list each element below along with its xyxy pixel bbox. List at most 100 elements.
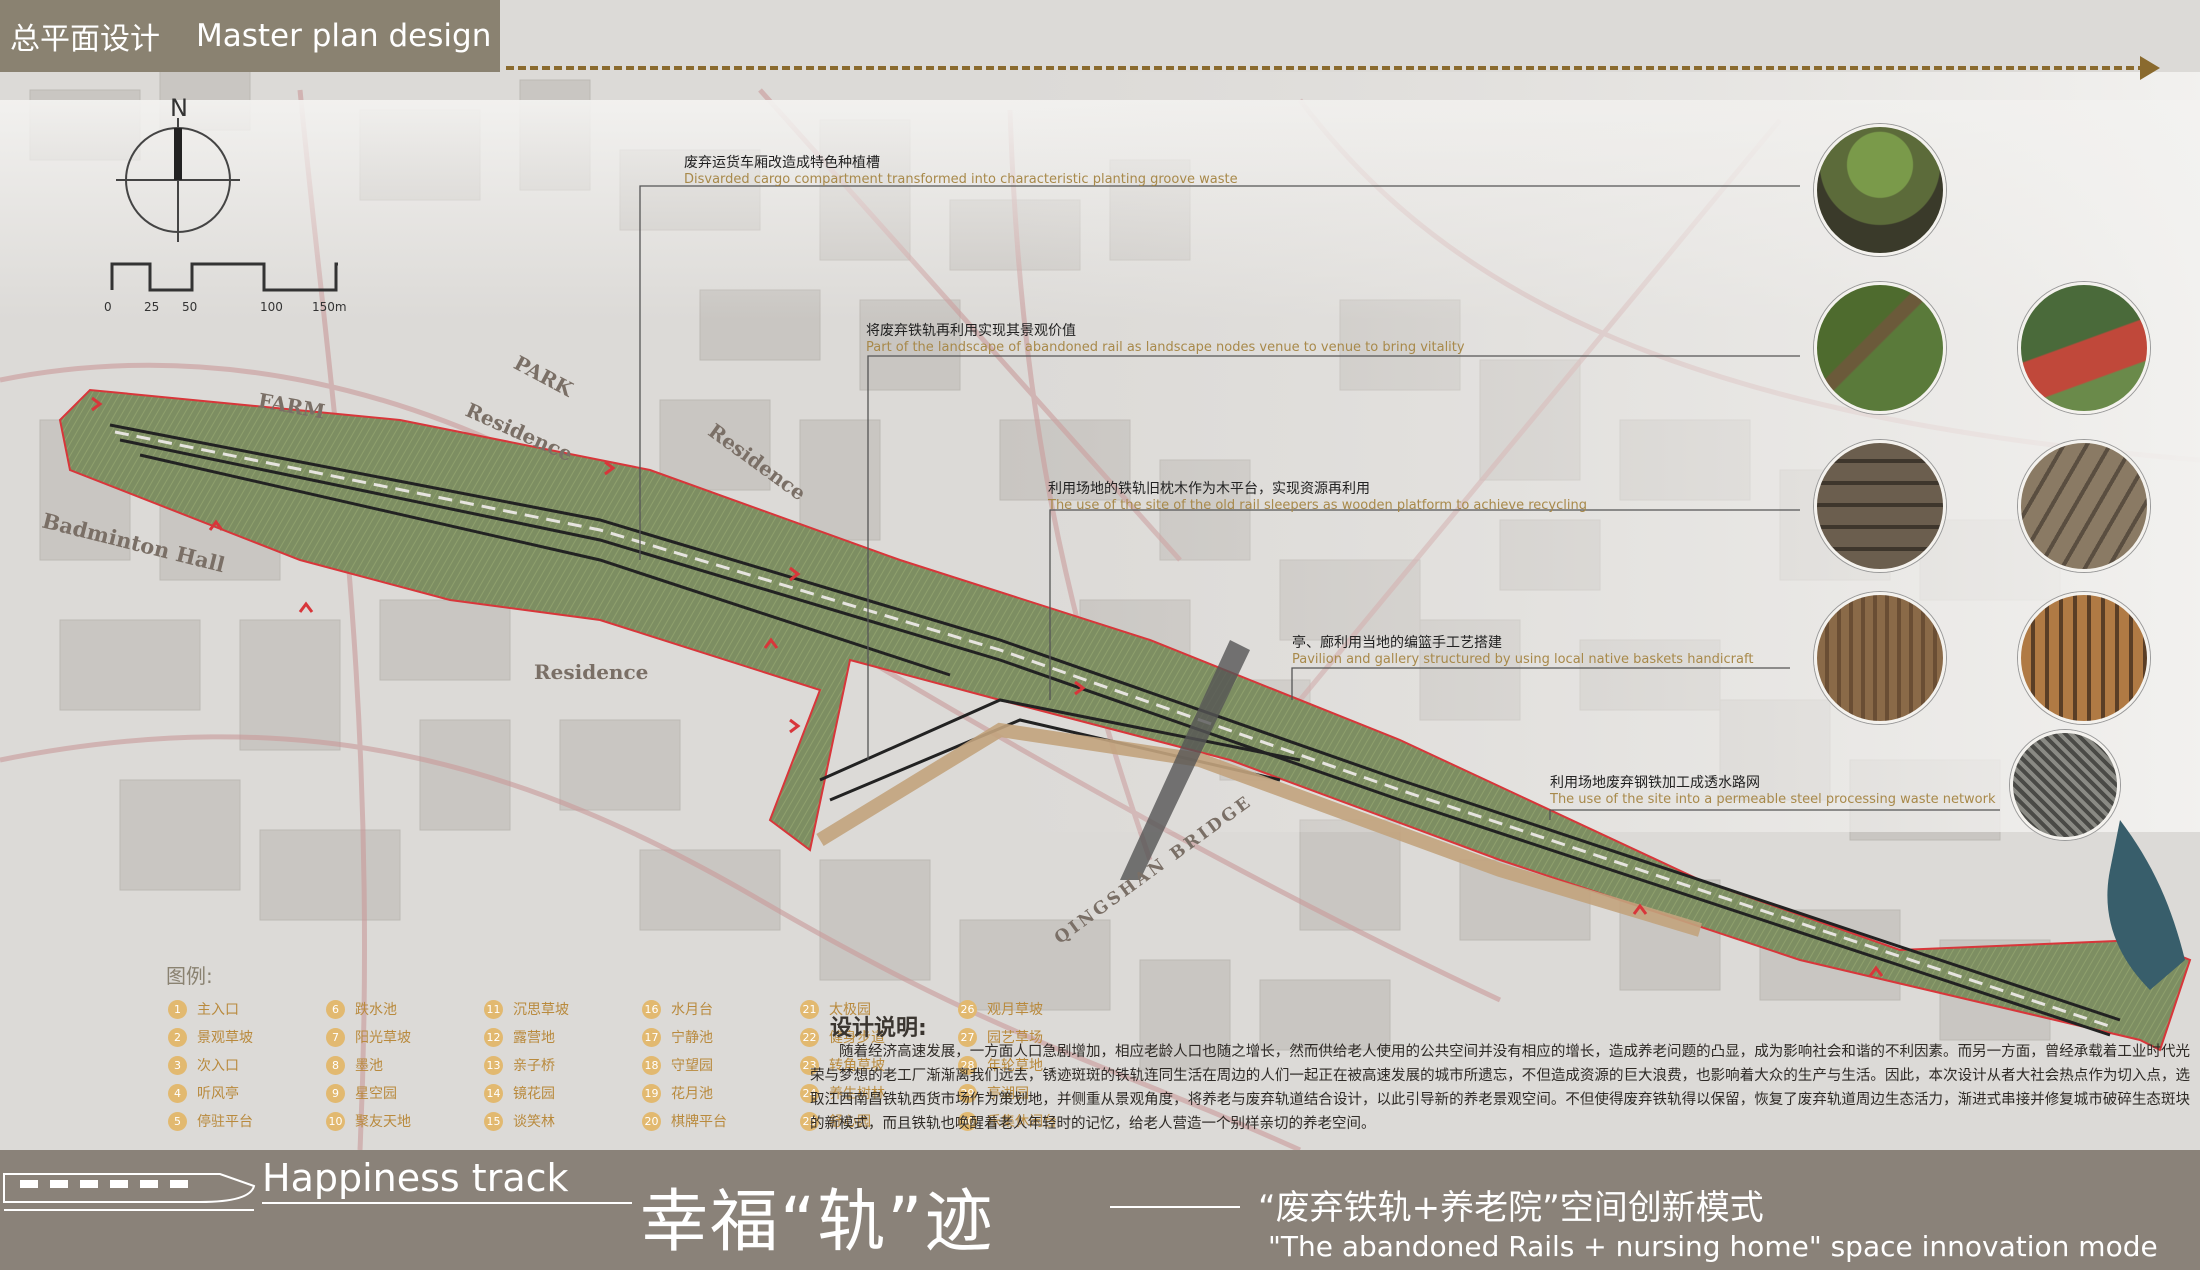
legend-number-badge: 28 — [958, 1055, 977, 1075]
scale-tick-50: 50 — [182, 300, 198, 314]
legend-number-badge: 15 — [484, 1111, 503, 1131]
legend-number-badge: 29 — [958, 1083, 977, 1103]
legend-item: 24 养生树林 — [800, 1082, 958, 1104]
legend-item: 4 听风亭 — [168, 1082, 326, 1104]
legend-item: 10 聚友天地 — [326, 1110, 484, 1132]
legend-label: 转角草坡 — [829, 1058, 885, 1074]
legend-title: 图例: — [166, 964, 213, 988]
legend-label: 停驻平台 — [197, 1114, 253, 1130]
photo-sleeper-deck-2 — [2018, 440, 2150, 572]
legend-number-badge: 18 — [642, 1055, 661, 1075]
legend-label: 宁静池 — [671, 1030, 713, 1046]
scale-bar — [110, 262, 338, 292]
legend-number-badge: 22 — [800, 1027, 819, 1047]
callout-3-zh: 利用场地的铁轨旧枕木作为木平台，实现资源再利用 — [1048, 481, 1370, 497]
arrow-right-icon — [2140, 56, 2160, 80]
callout-1: 废弃运货车厢改造成特色种植槽 Disvarded cargo compartme… — [684, 152, 1238, 187]
scale-tick-100: 100 — [260, 300, 283, 314]
callout-2: 将废弃铁轨再利用实现其景观价值 Part of the landscape of… — [866, 320, 1465, 355]
legend-item: 9 星空园 — [326, 1082, 484, 1104]
legend-number-badge: 17 — [642, 1027, 661, 1047]
callout-5: 利用场地废弃钢铁加工成透水路网 The use of the site into… — [1550, 772, 1996, 807]
callout-1-en: Disvarded cargo compartment transformed … — [684, 172, 1238, 187]
photo-rail-grass — [1814, 282, 1946, 414]
legend-label: 养生树林 — [829, 1086, 885, 1102]
legend-number-badge: 9 — [326, 1083, 345, 1103]
legend-number-badge: 1 — [168, 999, 187, 1019]
photo-planting-wagon — [1814, 124, 1946, 256]
legend-number-badge: 14 — [484, 1083, 503, 1103]
legend-item: 5 停驻平台 — [168, 1110, 326, 1132]
legend-label: 沉思草坡 — [513, 1002, 569, 1018]
compass-north-label: N — [170, 94, 188, 122]
title-bar: 总平面设计 Master plan design — [0, 0, 500, 72]
legend-number-badge: 26 — [958, 999, 977, 1019]
legend-number-badge: 6 — [326, 999, 345, 1019]
footer-dash — [1110, 1206, 1240, 1208]
callout-5-zh: 利用场地废弃钢铁加工成透水路网 — [1550, 775, 1760, 791]
header-dashed-line — [506, 66, 2146, 70]
legend-label: 墨池 — [355, 1058, 383, 1074]
legend-label: 星空园 — [355, 1086, 397, 1102]
legend-label: 跌水池 — [355, 1002, 397, 1018]
legend-label: 亲子桥 — [513, 1058, 555, 1074]
compass — [116, 118, 240, 242]
legend-label: 年轮草地 — [987, 1058, 1043, 1074]
scale-tick-150: 150m — [312, 300, 347, 314]
legend-label: 听风亭 — [197, 1086, 239, 1102]
legend-number-badge: 25 — [800, 1111, 819, 1131]
legend-label: 聚友天地 — [355, 1114, 411, 1130]
callout-4-zh: 亭、廊利用当地的编篮手工艺搭建 — [1292, 635, 1502, 651]
legend-item: 19 花月池 — [642, 1082, 800, 1104]
callout-3: 利用场地的铁轨旧枕木作为木平台，实现资源再利用 The use of the s… — [1048, 478, 1587, 513]
legend-number-badge: 19 — [642, 1083, 661, 1103]
footer-title-underline — [262, 1202, 632, 1204]
legend-item: 1 主入口 — [168, 998, 326, 1020]
legend-number-badge: 10 — [326, 1111, 345, 1131]
legend-label: 花月池 — [671, 1086, 713, 1102]
legend-label: 主入口 — [197, 1002, 239, 1018]
photo-rail-flowers — [2018, 282, 2150, 414]
legend-label: 太极园 — [829, 1002, 871, 1018]
legend-number-badge: 13 — [484, 1055, 503, 1075]
scale-tick-0: 0 — [104, 300, 112, 314]
legend-number-badge: 8 — [326, 1055, 345, 1075]
legend-label: 景观草坡 — [197, 1030, 253, 1046]
legend-number-badge: 11 — [484, 999, 503, 1019]
legend-label: 乐集休闲台 — [987, 1114, 1057, 1130]
legend-number-badge: 27 — [958, 1027, 977, 1047]
legend-label: 园艺草场 — [987, 1030, 1043, 1046]
legend-number-badge: 24 — [800, 1083, 819, 1103]
legend-item: 17 宁静池 — [642, 1026, 800, 1048]
legend-number-badge: 7 — [326, 1027, 345, 1047]
legend-number-badge: 4 — [168, 1083, 187, 1103]
train-icon — [3, 1173, 256, 1211]
title-zh: 总平面设计 — [10, 22, 160, 57]
callout-2-zh: 将废弃铁轨再利用实现其景观价值 — [866, 323, 1076, 339]
footer-title-zh: 幸福“轨”迹 — [640, 1183, 995, 1262]
legend-number-badge: 2 — [168, 1027, 187, 1047]
scale-tick-25: 25 — [144, 300, 160, 314]
legend-number-badge: 20 — [642, 1111, 661, 1131]
footer-title-en: Happiness track — [262, 1156, 569, 1200]
title-en: Master plan design — [196, 18, 492, 54]
legend-number-badge: 3 — [168, 1055, 187, 1075]
place-label-residence-3: Residence — [534, 660, 649, 684]
legend-label: 观月草坡 — [987, 1002, 1043, 1018]
legend-label: 棋牌平台 — [671, 1114, 727, 1130]
legend-number-badge: 5 — [168, 1111, 187, 1131]
legend-item: 28 年轮草地 — [958, 1054, 1116, 1076]
callout-5-en: The use of the site into a permeable ste… — [1550, 792, 1996, 807]
legend-item: 27 园艺草场 — [958, 1026, 1116, 1048]
